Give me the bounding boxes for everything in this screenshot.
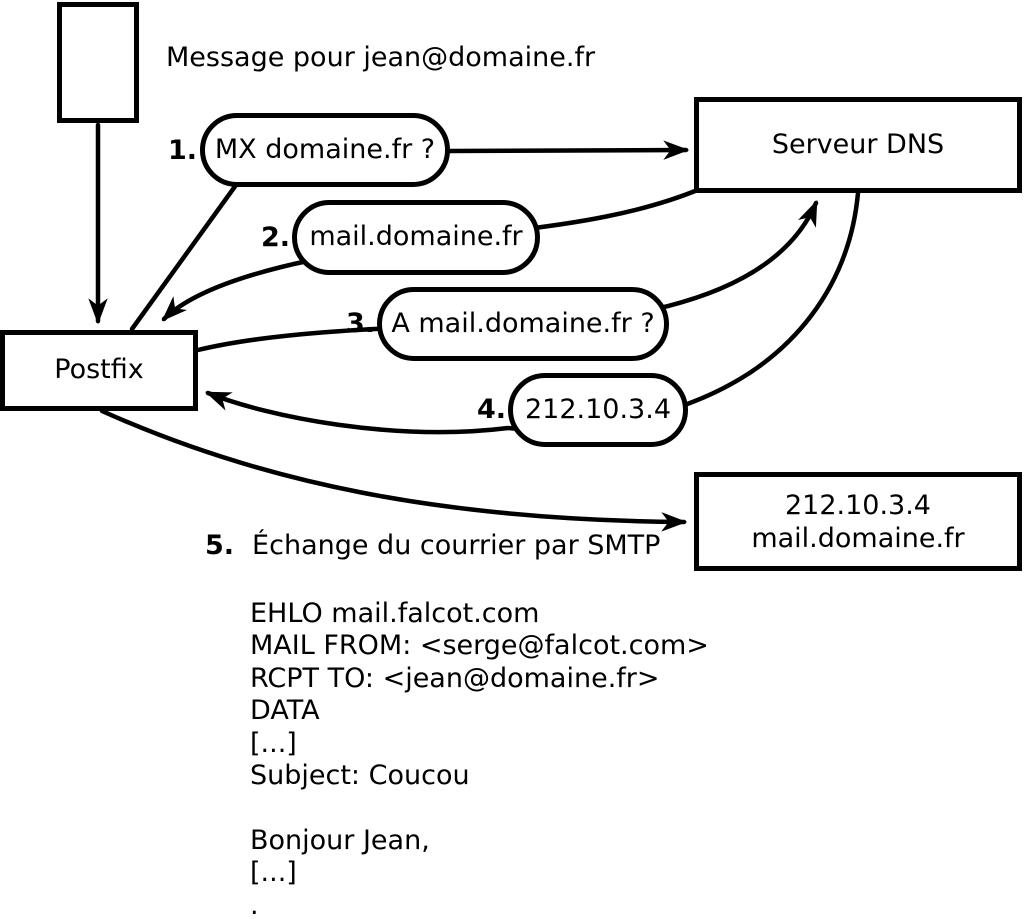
pill-mx-answer-label: mail.domaine.fr (309, 221, 523, 253)
pill-a-answer: 212.10.3.4 (508, 373, 688, 447)
pill-mx-answer: mail.domaine.fr (292, 200, 540, 275)
smtp-line: DATA (250, 695, 320, 727)
pill-a-query: A mail.domaine.fr ? (377, 287, 669, 361)
smtp-line-blank (250, 792, 709, 824)
pill-mx-query-label: MX domaine.fr ? (214, 133, 436, 165)
step-number-5: 5. (205, 530, 235, 561)
postfix-label: Postfix (54, 354, 144, 386)
step-number-4: 4. (476, 394, 506, 425)
arrow-smtp-to-mail-server (99, 408, 688, 532)
pill-a-query-label: A mail.domaine.fr ? (391, 307, 655, 339)
step-number-1: 1. (167, 135, 197, 166)
step-5-label: Échange du courrier par SMTP (252, 530, 661, 561)
pill-a-answer-label: 212.10.3.4 (525, 393, 671, 425)
smtp-session-block: EHLO mail.falcot.com MAIL FROM: <serge@f… (250, 598, 709, 919)
mail-server-ip: 212.10.3.4 (784, 489, 931, 521)
pill-mx-query: MX domaine.fr ? (200, 113, 450, 187)
smtp-line: Subject: Coucou (250, 760, 470, 792)
smtp-line: MAIL FROM: <serge@falcot.com> (250, 630, 709, 662)
smtp-line: RCPT TO: <jean@domaine.fr> (250, 662, 660, 694)
smtp-line-end-marker: . (250, 889, 259, 919)
step-number-3: 3. (345, 308, 375, 339)
smtp-line: [...] (250, 727, 297, 759)
step-number-2: 2. (260, 222, 290, 253)
postfix-box: Postfix (0, 330, 198, 411)
step-5-caption: 5. Échange du courrier par SMTP (205, 530, 660, 562)
dns-server-box: Serveur DNS (694, 97, 1022, 193)
smtp-line: [...] (250, 857, 297, 889)
smtp-line: EHLO mail.falcot.com (250, 598, 540, 629)
smtp-line: Bonjour Jean, (250, 824, 430, 856)
line-postfix-to-mx-query (129, 182, 239, 332)
sender-box (57, 2, 139, 123)
arrow-mx-query-to-dns (447, 140, 690, 160)
mail-server-box: 212.10.3.4 mail.domaine.fr (694, 472, 1022, 571)
message-label: Message pour jean@domaine.fr (166, 42, 596, 73)
dns-server-label: Serveur DNS (771, 128, 945, 160)
mail-server-hostname: mail.domaine.fr (751, 522, 965, 554)
